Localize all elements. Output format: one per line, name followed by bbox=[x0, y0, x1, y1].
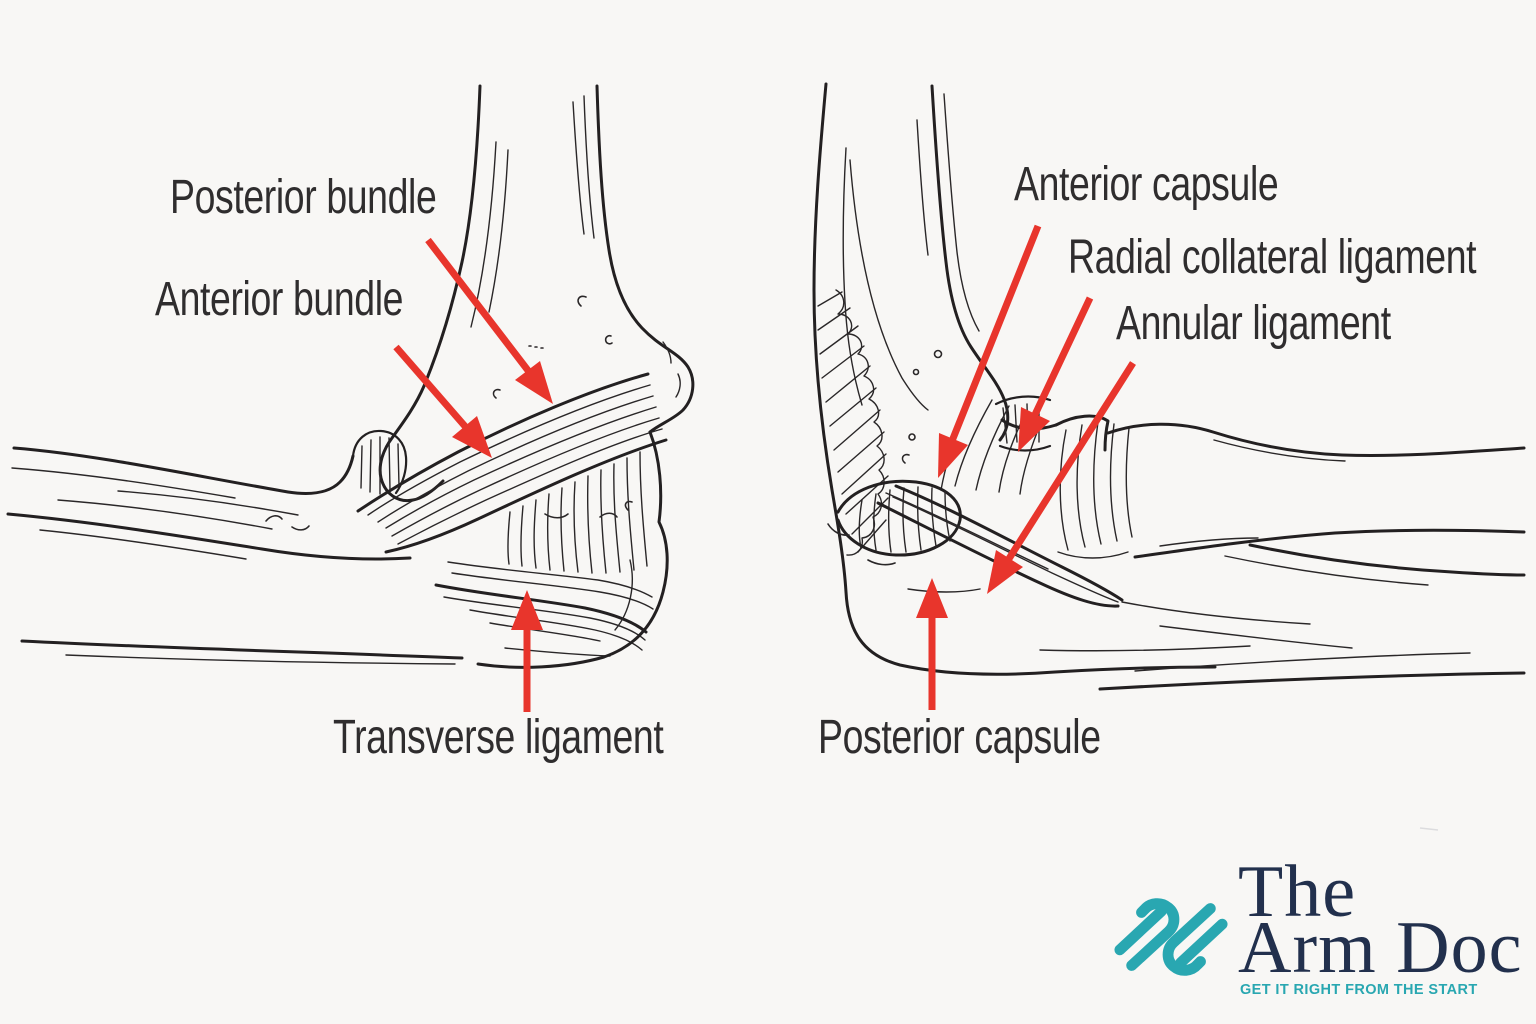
left-posterior-fan bbox=[507, 451, 648, 574]
label-anterior-capsule: Anterior capsule bbox=[1014, 158, 1279, 211]
posterior-bundle-arrow bbox=[425, 237, 553, 404]
posterior-capsule-arrow bbox=[916, 578, 948, 710]
left-ulna-contour bbox=[6, 512, 412, 561]
radial-collateral-ligament-arrow bbox=[1018, 296, 1094, 452]
annular-ligament-arrow bbox=[987, 361, 1136, 594]
label-annular-ligament: Annular ligament bbox=[1116, 297, 1391, 350]
left-transverse-ligament bbox=[434, 561, 654, 657]
left-ligament-band bbox=[356, 372, 668, 554]
right-humerus-anterior-edge bbox=[930, 84, 1010, 442]
left-annular-bump bbox=[351, 429, 408, 495]
label-transverse-ligament: Transverse ligament bbox=[333, 711, 664, 764]
arm-doc-logo-icon bbox=[1114, 898, 1228, 976]
left-forearm-top-contour bbox=[12, 446, 355, 496]
anterior-bundle-arrow bbox=[393, 344, 492, 458]
annotation-arrows bbox=[393, 224, 1136, 712]
anterior-capsule-arrow bbox=[938, 224, 1042, 478]
right-muscle-hatch-band bbox=[817, 289, 889, 556]
label-radial-collateral-ligament: Radial collateral ligament bbox=[1068, 231, 1477, 284]
right-elbow-illustration bbox=[812, 82, 1526, 831]
right-humerus-outline bbox=[812, 82, 1217, 676]
left-humerus-posterior-edge bbox=[595, 84, 695, 434]
logo-line2: Arm Doc bbox=[1238, 907, 1523, 989]
arm-doc-logo: The Arm Doc GET IT RIGHT FROM THE START bbox=[1112, 855, 1522, 1013]
arm-doc-logo-wordmark: The Arm Doc bbox=[1238, 855, 1522, 985]
left-olecranon-outline bbox=[476, 430, 669, 669]
left-elbow-illustration bbox=[6, 84, 695, 669]
right-lateral-band bbox=[876, 484, 1311, 652]
label-posterior-capsule: Posterior capsule bbox=[818, 711, 1101, 764]
arm-doc-logo-tagline: GET IT RIGHT FROM THE START bbox=[1240, 982, 1478, 998]
right-forearm-top-contour bbox=[1106, 422, 1526, 457]
left-humerus-anterior-edge bbox=[378, 84, 482, 503]
label-anterior-bundle: Anterior bundle bbox=[155, 273, 404, 326]
logo-line1: The bbox=[1238, 851, 1357, 933]
label-posterior-bundle: Posterior bundle bbox=[170, 171, 437, 224]
transverse-ligament-arrow bbox=[511, 590, 543, 712]
